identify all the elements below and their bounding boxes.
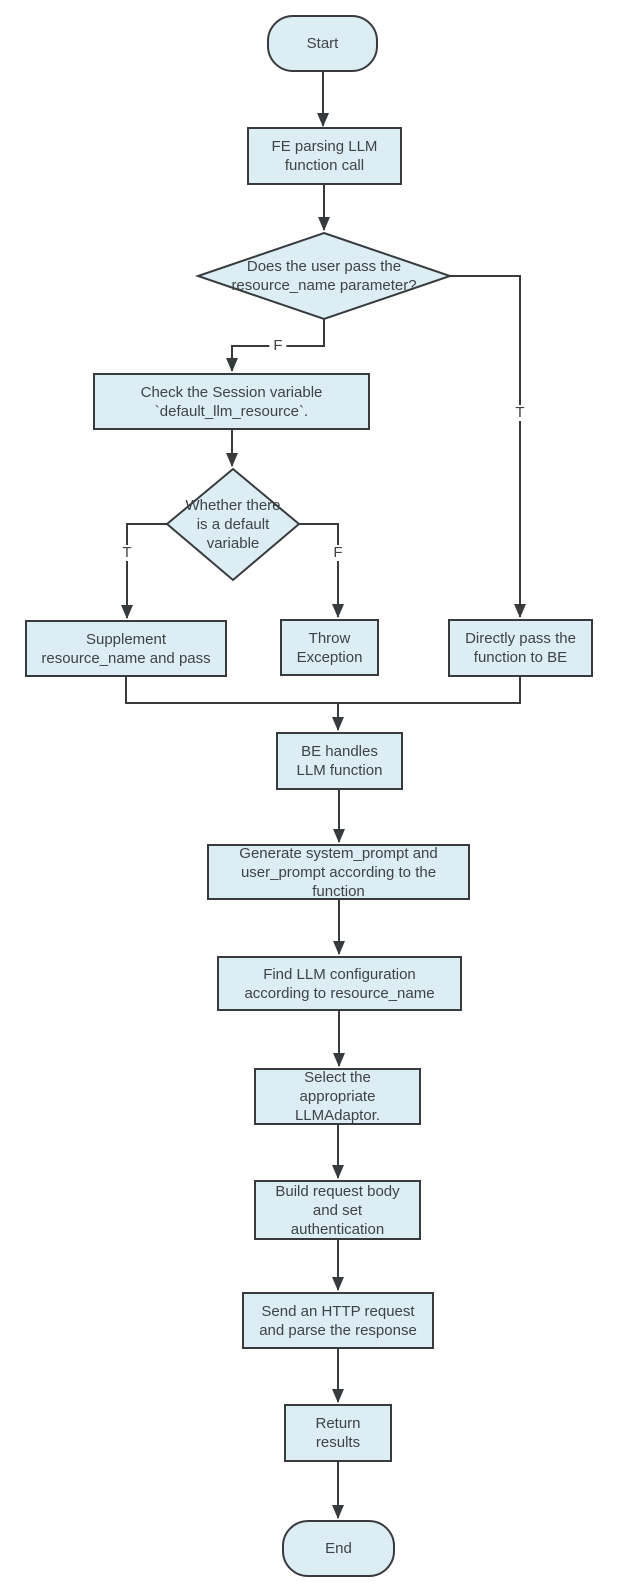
branch-label-decision1-true: T <box>511 405 529 421</box>
process-check-session: Check the Session variable `default_llm_… <box>93 373 370 430</box>
decision-default-variable-label: Whether there is a default variable <box>185 496 281 552</box>
branch-label-decision2-true: T <box>118 545 136 561</box>
process-build-request: Build request body and set authenticatio… <box>254 1180 421 1240</box>
start-node: Start <box>267 15 378 72</box>
process-generate-prompts: Generate system_prompt and user_prompt a… <box>207 844 470 900</box>
process-send-request: Send an HTTP request and parse the respo… <box>242 1292 434 1349</box>
branch-label-decision2-false: F <box>329 545 347 561</box>
process-supplement-resource: Supplement resource_name and pass <box>25 620 227 677</box>
decision-pass-resource-shape <box>194 231 454 321</box>
edge-decision1-true-to-directly <box>450 275 526 618</box>
edge-merge-line <box>125 677 521 704</box>
edge-decision2-false-to-throw <box>299 523 344 618</box>
branch-label-decision1-false: F <box>269 338 287 354</box>
process-be-handles: BE handles LLM function <box>276 732 403 790</box>
decision-pass-resource-label: Does the user pass the resource_name par… <box>231 258 417 294</box>
process-find-config: Find LLM configuration according to reso… <box>217 956 462 1011</box>
process-return-results: Return results <box>284 1404 392 1462</box>
process-directly-pass: Directly pass the function to BE <box>448 619 593 677</box>
process-throw-exception: Throw Exception <box>280 619 379 676</box>
process-fe-parsing: FE parsing LLM function call <box>247 127 402 185</box>
decision-default-variable-shape <box>165 467 301 582</box>
process-select-adaptor: Select the appropriate LLMAdaptor. <box>254 1068 421 1125</box>
end-node: End <box>282 1520 395 1577</box>
edge-decision2-true-to-supplement <box>121 523 167 619</box>
